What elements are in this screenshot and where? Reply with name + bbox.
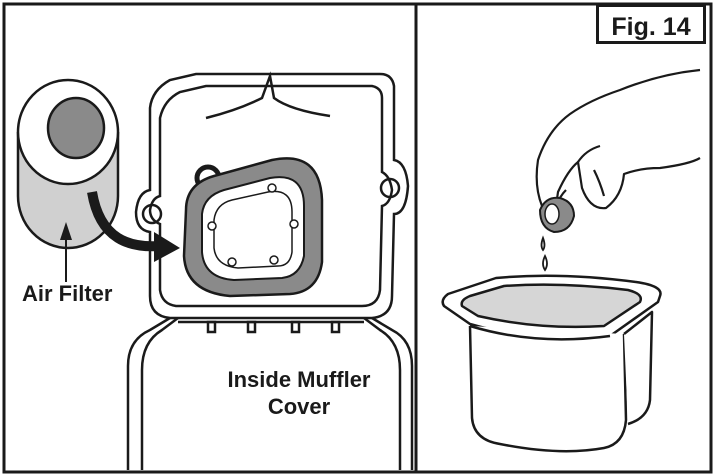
figure-number-label: Fig. 14 [596, 4, 706, 44]
oil-drop-icon [540, 235, 548, 272]
muffler-cover-label: Inside Muffler Cover [214, 366, 384, 420]
squeezed-filter-icon [538, 196, 576, 234]
muffler-cover-icon [126, 71, 414, 470]
installed-filter-icon [182, 157, 324, 298]
air-filter-icon [16, 78, 120, 250]
air-filter-pointer [60, 222, 72, 282]
pan-icon [441, 274, 662, 453]
muffler-label-line1: Inside Muffler [227, 367, 371, 392]
hand-icon [535, 68, 701, 212]
muffler-label-line2: Cover [267, 394, 331, 419]
air-filter-label: Air Filter [22, 281, 113, 306]
